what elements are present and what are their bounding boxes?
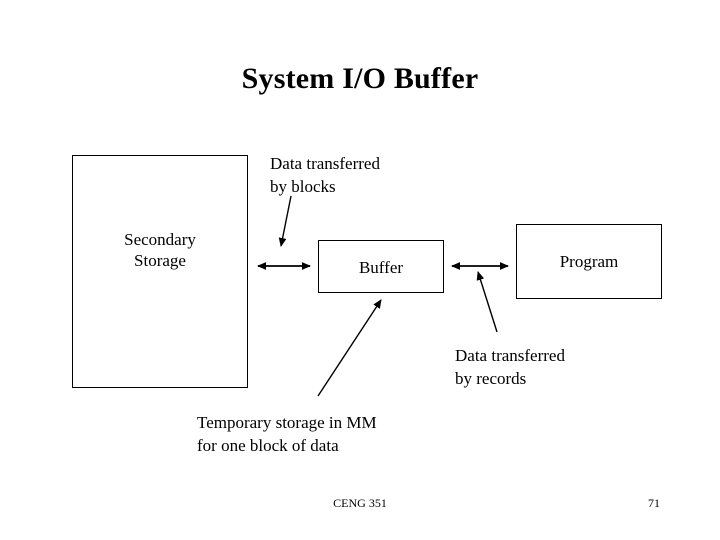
program-box: Program bbox=[516, 224, 662, 299]
arrow-records-caption-pointer bbox=[476, 271, 498, 333]
caption-temporary-storage-line2: for one block of data bbox=[197, 436, 339, 455]
program-label: Program bbox=[559, 252, 619, 271]
caption-data-by-records: Data transferred by records bbox=[455, 344, 675, 390]
caption-data-by-blocks-line2: by blocks bbox=[270, 177, 336, 196]
footer-page-number: 71 bbox=[648, 496, 660, 510]
footer-course-label: CENG 351 bbox=[333, 496, 387, 510]
caption-data-by-blocks: Data transferred by blocks bbox=[270, 152, 470, 198]
caption-temporary-storage-line1: Temporary storage in MM bbox=[197, 413, 377, 432]
caption-data-by-records-line2: by records bbox=[455, 369, 527, 388]
buffer-label: Buffer bbox=[358, 258, 404, 277]
secondary-storage-label-line2: Storage bbox=[134, 251, 186, 270]
caption-data-by-blocks-line1: Data transferred bbox=[270, 154, 380, 173]
caption-temporary-storage: Temporary storage in MM for one block of… bbox=[197, 411, 497, 457]
caption-data-by-records-line1: Data transferred bbox=[455, 346, 565, 365]
arrow-temporary-caption-pointer bbox=[317, 299, 382, 397]
page-title: System I/O Buffer bbox=[241, 62, 479, 95]
secondary-storage-label: Secondary Storage bbox=[73, 229, 247, 271]
secondary-storage-box: Secondary Storage bbox=[72, 155, 248, 388]
secondary-storage-label-line1: Secondary bbox=[124, 230, 196, 249]
arrow-blocks-caption-pointer bbox=[278, 195, 292, 247]
buffer-box: Buffer bbox=[318, 240, 444, 293]
